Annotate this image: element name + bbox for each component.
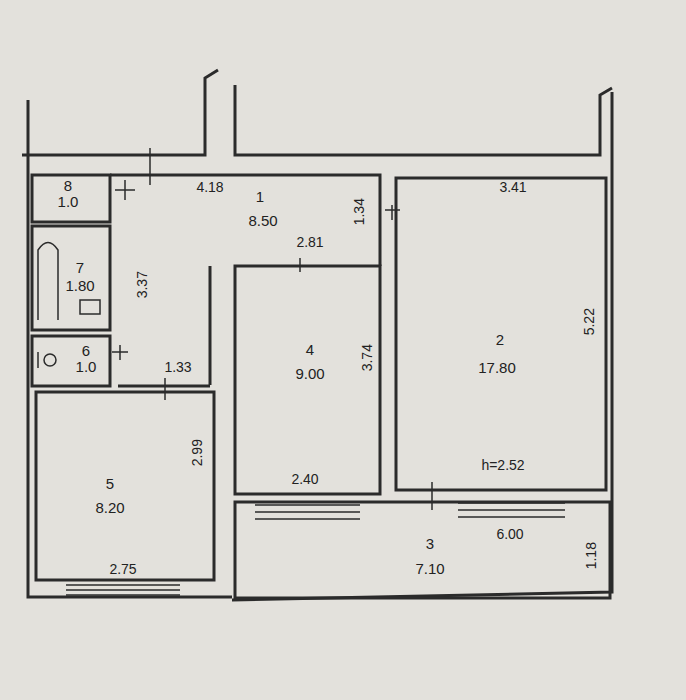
room-number: 3	[424, 536, 436, 553]
dimension-label: 2.40	[289, 472, 320, 487]
room-number: 4	[304, 342, 316, 359]
dimension-label: 2.75	[107, 562, 138, 577]
dimension-label: 6.00	[494, 527, 525, 542]
dimension-label: 1.33	[162, 360, 193, 375]
room-number: 5	[104, 476, 116, 493]
room-area: 17.80	[476, 360, 518, 377]
room: 49.00	[235, 266, 380, 494]
dimension-label: h=2.52	[479, 458, 526, 473]
dimension-label: 3.74	[360, 342, 375, 373]
dimension-label: 1.34	[352, 196, 367, 227]
dimension-label: 2.99	[190, 437, 205, 468]
room: 58.20	[36, 392, 214, 580]
dimension-label: 3.41	[497, 180, 528, 195]
room-area: 9.00	[293, 366, 326, 383]
dimension-label: 5.22	[582, 306, 597, 337]
room: 37.10	[235, 502, 610, 598]
room: 61.0	[32, 336, 110, 386]
room-number: 6	[80, 343, 92, 360]
room-area: 1.0	[74, 359, 99, 376]
room-area: 8.20	[93, 500, 126, 517]
room: 217.80	[396, 178, 606, 490]
room-area: 1.0	[56, 194, 81, 211]
room-number: 8	[62, 178, 74, 195]
room-area: 8.50	[246, 213, 279, 230]
dimension-label: 1.18	[584, 540, 599, 571]
room: 18.50	[110, 175, 380, 265]
room-number: 2	[494, 332, 506, 349]
dimension-label: 3.37	[135, 269, 150, 300]
room-area: 7.10	[413, 561, 446, 578]
room-area: 1.80	[63, 278, 96, 295]
room: 71.80	[32, 226, 110, 330]
dimension-label: 4.18	[194, 180, 225, 195]
dimension-label: 2.81	[294, 235, 325, 250]
room: 81.0	[32, 175, 110, 222]
room-number: 7	[74, 260, 86, 277]
room-number: 1	[254, 189, 266, 206]
